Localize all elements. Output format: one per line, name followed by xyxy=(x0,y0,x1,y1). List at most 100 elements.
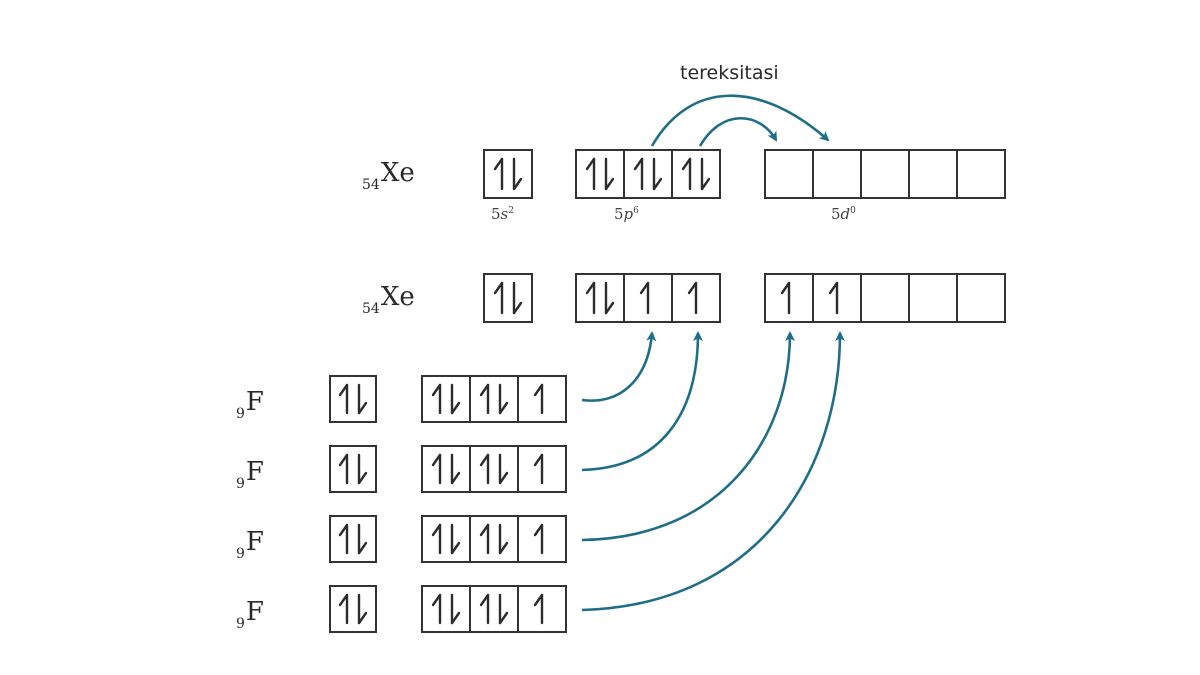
orbital-box xyxy=(421,445,471,493)
electron-down-arrow xyxy=(512,157,523,191)
electron-up-arrow xyxy=(479,593,490,625)
arrow-barb xyxy=(780,281,791,295)
arrow-barb xyxy=(493,157,504,171)
orbital-box-frame xyxy=(329,585,377,633)
electron-up-arrow xyxy=(533,383,544,415)
arrow-barb xyxy=(533,383,544,397)
arrow-barb xyxy=(479,523,490,537)
orbital-box-frame xyxy=(483,149,533,199)
orbital-box-frame xyxy=(469,585,519,633)
arrow-barb xyxy=(533,453,544,467)
orbital-box-frame xyxy=(908,149,958,199)
orbital-box-frame xyxy=(671,149,721,199)
orbital-box-frame xyxy=(517,585,567,633)
orbital-box xyxy=(329,585,377,633)
electron-up-arrow xyxy=(687,281,698,315)
orbital-box-frame xyxy=(623,149,673,199)
orbital-box xyxy=(812,149,862,199)
bond-arrow-f3 xyxy=(581,331,795,542)
f-label-1: 9F xyxy=(236,387,264,422)
f-1-2p xyxy=(421,375,567,423)
orbital-box xyxy=(908,273,958,323)
orbital-letter: p xyxy=(623,205,634,223)
f-label-3: 9F xyxy=(236,527,264,562)
arrow-barb xyxy=(498,541,509,555)
electron-up-arrow xyxy=(479,453,490,485)
orbital-box-frame xyxy=(421,375,471,423)
xe-ground-5d xyxy=(764,149,1006,199)
arrow-barb xyxy=(479,383,490,397)
bond-arrow-f1 xyxy=(581,331,657,402)
xe-symbol: Xe xyxy=(380,282,415,312)
orbital-n: 5 xyxy=(491,205,501,223)
orbital-box xyxy=(575,149,625,199)
f-4-2s xyxy=(329,585,377,633)
electron-up-arrow xyxy=(338,593,349,625)
electron-down-arrow xyxy=(498,453,509,485)
arrow-barb xyxy=(585,157,596,171)
xe-excited-5p xyxy=(575,273,721,323)
electron-up-arrow xyxy=(828,281,839,315)
orbital-box xyxy=(483,149,533,199)
arrow-barb xyxy=(338,453,349,467)
arrow-barb xyxy=(357,611,368,625)
f-atomic-number: 9 xyxy=(236,406,245,422)
electron-down-arrow xyxy=(498,383,509,415)
electron-up-arrow xyxy=(493,157,504,191)
f-3-2p xyxy=(421,515,567,563)
f-symbol: F xyxy=(245,527,264,557)
xe-atomic-number: 54 xyxy=(362,301,380,317)
orbital-label-5s: 5s2 xyxy=(491,205,514,223)
arrow-barb xyxy=(512,301,523,315)
f-atomic-number: 9 xyxy=(236,546,245,562)
arrow-barb xyxy=(633,157,644,171)
orbital-box xyxy=(421,375,471,423)
arrow-barb xyxy=(828,281,839,295)
electron-down-arrow xyxy=(498,523,509,555)
electron-down-arrow xyxy=(512,281,523,315)
electron-up-arrow xyxy=(338,453,349,485)
orbital-box-frame xyxy=(329,515,377,563)
arrow-barb xyxy=(681,157,692,171)
electron-down-arrow xyxy=(450,593,461,625)
orbital-box-frame xyxy=(764,149,814,199)
orbital-box-frame xyxy=(956,149,1006,199)
orbital-box xyxy=(421,585,471,633)
arrow-barb xyxy=(450,401,461,415)
arrow-barb xyxy=(450,611,461,625)
xe-excited-5d xyxy=(764,273,1006,323)
electron-down-arrow xyxy=(357,383,368,415)
orbital-box-frame xyxy=(483,273,533,323)
excitation-arrow-2 xyxy=(698,117,778,147)
orbital-box xyxy=(421,515,471,563)
arrow-barb xyxy=(431,453,442,467)
electron-down-arrow xyxy=(450,523,461,555)
orbital-box xyxy=(671,273,721,323)
orbital-box xyxy=(956,273,1006,323)
arrow-barb xyxy=(687,281,698,295)
f-atomic-number: 9 xyxy=(236,476,245,492)
orbital-box-frame xyxy=(956,273,1006,323)
arrow-barb xyxy=(431,383,442,397)
orbital-box-frame xyxy=(469,515,519,563)
excitation-label: tereksitasi xyxy=(680,62,779,84)
xe-ground-5p xyxy=(575,149,721,199)
arrow-barb xyxy=(498,401,509,415)
excitation-arrow-1 xyxy=(650,94,830,147)
orbital-box xyxy=(469,585,519,633)
orbital-box xyxy=(517,375,567,423)
orbital-box-frame xyxy=(421,585,471,633)
electron-down-arrow xyxy=(357,453,368,485)
electron-up-arrow xyxy=(479,523,490,555)
arrow-barb xyxy=(479,593,490,607)
orbital-box-frame xyxy=(812,149,862,199)
orbital-box xyxy=(860,273,910,323)
electron-up-arrow xyxy=(431,593,442,625)
electron-up-arrow xyxy=(533,453,544,485)
xe-excited-5s xyxy=(483,273,533,323)
f-4-2p xyxy=(421,585,567,633)
orbital-box xyxy=(517,585,567,633)
arrow-barb xyxy=(498,471,509,485)
electron-up-arrow xyxy=(338,523,349,555)
